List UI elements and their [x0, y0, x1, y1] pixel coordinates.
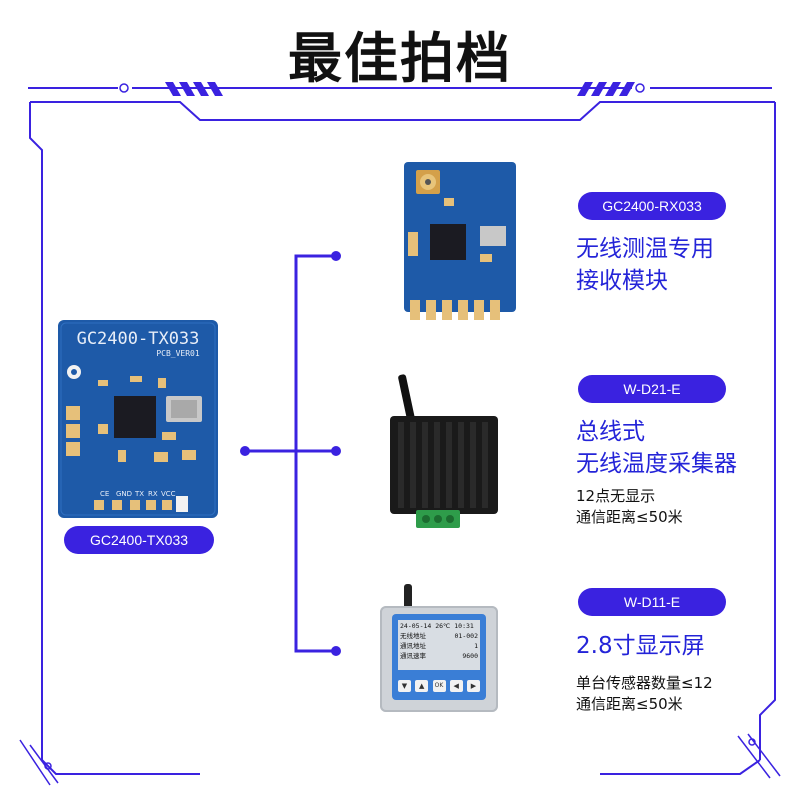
collector-description: 总线式 无线温度采集器: [576, 416, 737, 480]
collector-detail: 12点无显示: [576, 487, 656, 505]
pin-label: CE: [100, 490, 109, 498]
button-left[interactable]: ◀: [449, 680, 463, 692]
button-ok[interactable]: OK: [432, 680, 446, 692]
button-down[interactable]: ▼: [398, 680, 411, 692]
button-right[interactable]: ▶: [467, 680, 480, 692]
tx-board-image: GC2400-TX033 PCB_VER01 CE GND TX RX VCC: [58, 320, 218, 518]
screen-header: 24-05-14 26℃ 10:31: [400, 622, 474, 630]
pin-label: VCC: [161, 490, 176, 498]
display-description: 2.8寸显示屏: [576, 630, 705, 662]
rx-model-label: GC2400-RX033: [578, 192, 726, 220]
device-buttons: ▼ ▲ OK ◀ ▶: [398, 680, 480, 692]
rx-description: 无线测温专用 接收模块: [576, 233, 714, 297]
tx-board-version: PCB_VER01: [156, 349, 200, 358]
collector-image: [390, 374, 498, 528]
collector-desc-line: 无线温度采集器: [576, 451, 737, 477]
display-detail: 通信距离≤50米: [576, 695, 683, 713]
display-desc-line: 2.8寸显示屏: [576, 633, 705, 659]
display-model-label: W-D11-E: [578, 588, 726, 616]
collector-model-label: W-D21-E: [578, 375, 726, 403]
tx-board-silkscreen: GC2400-TX033: [77, 329, 200, 349]
rx-desc-line: 接收模块: [576, 268, 668, 294]
pin-label: TX: [134, 490, 144, 498]
pin-label: GND: [116, 490, 132, 498]
collector-desc-line: 总线式: [576, 419, 645, 445]
display-details: 单台传感器数量≤12 通信距离≤50米: [576, 673, 713, 715]
page-title: 最佳拍档: [288, 27, 512, 90]
tx-model-label: GC2400-TX033: [64, 526, 214, 554]
display-detail: 单台传感器数量≤12: [576, 674, 713, 692]
rx-desc-line: 无线测温专用: [576, 236, 714, 262]
pin-label: RX: [148, 490, 158, 498]
collector-details: 12点无显示 通信距离≤50米: [576, 486, 683, 528]
rx-module-image: [404, 162, 516, 320]
button-up[interactable]: ▲: [415, 680, 429, 692]
collector-detail: 通信距离≤50米: [576, 508, 683, 526]
